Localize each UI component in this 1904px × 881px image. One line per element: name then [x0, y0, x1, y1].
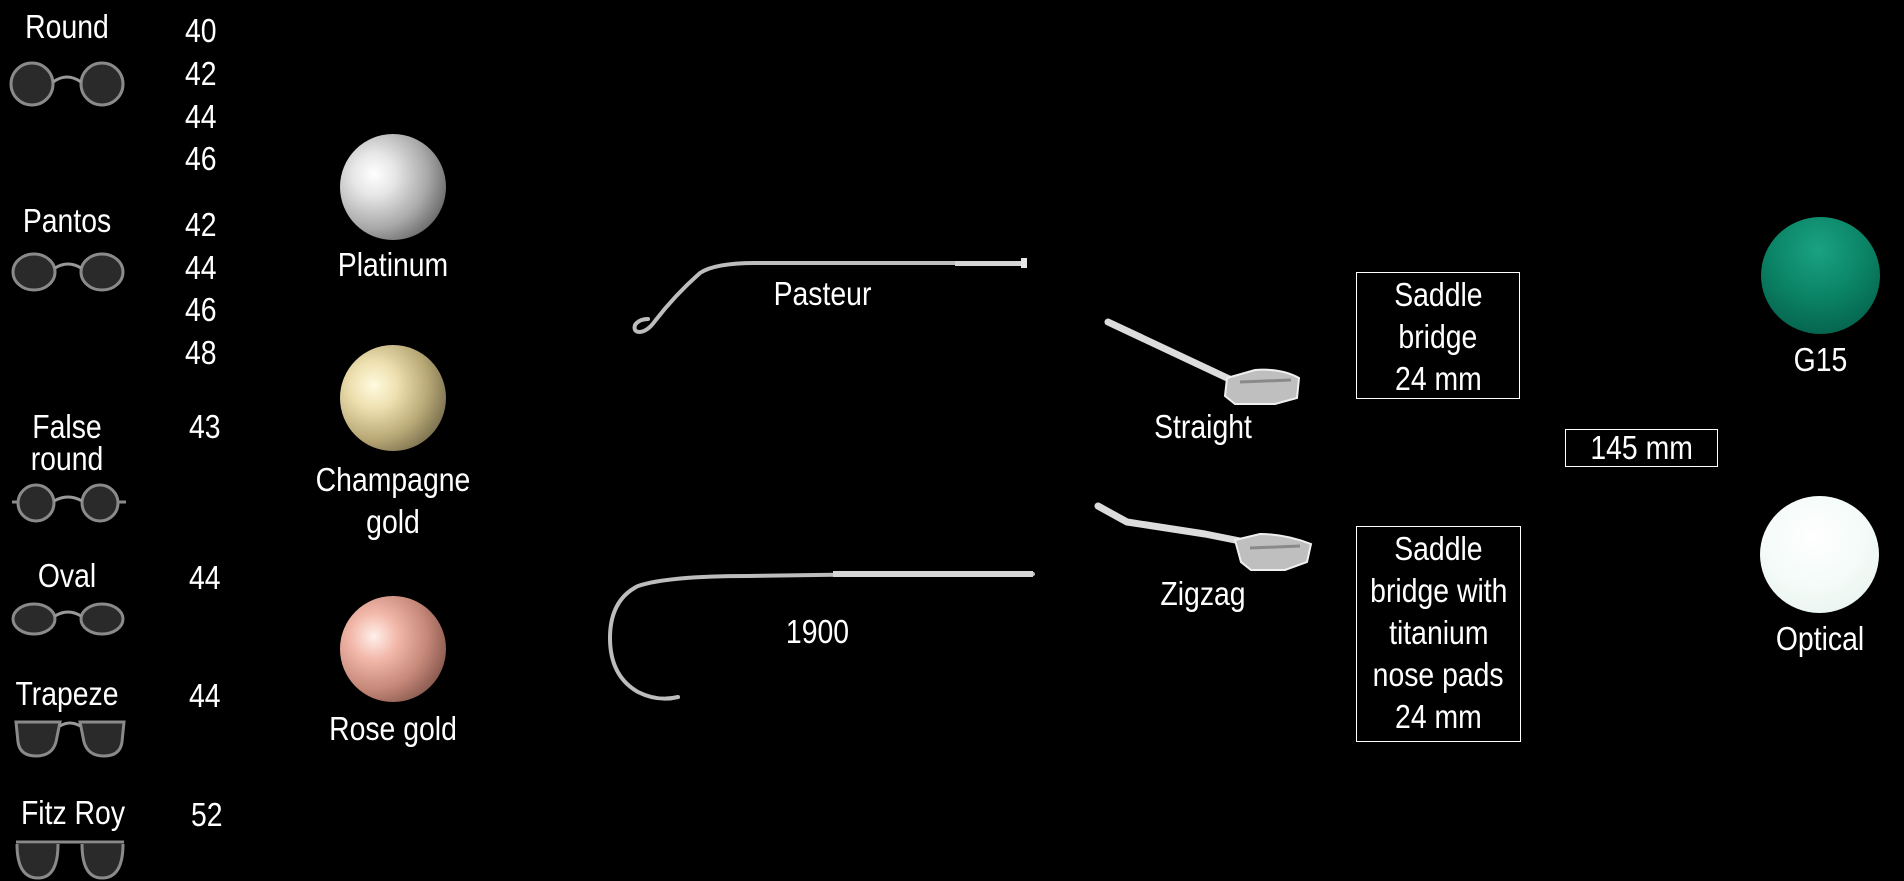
shape-oval-label: Oval — [37, 557, 97, 594]
pantos-size-1: 42 — [185, 206, 217, 243]
bridge-zigzag-label: Zigzag — [1160, 575, 1246, 612]
false-round-size: 43 — [189, 408, 221, 445]
g15-lens-swatch-icon[interactable] — [1761, 217, 1880, 334]
false-round-frame-icon[interactable] — [12, 483, 128, 525]
shape-pantos-label: Pantos — [22, 202, 112, 239]
finish-champagne-gold-label: Champagne gold — [315, 461, 471, 540]
spec2-line5: 24 mm — [1395, 697, 1482, 735]
saddle-bridge-spec: Saddle bridge 24 mm — [1356, 272, 1520, 399]
bridge-straight-label: Straight — [1154, 408, 1252, 445]
champagne-line2: gold — [366, 502, 420, 540]
temple-length-value: 145 mm — [1590, 429, 1693, 466]
finish-platinum-label: Platinum — [337, 246, 449, 283]
spec2-line2: bridge with — [1369, 571, 1508, 609]
curved-1900-temple-icon[interactable] — [607, 566, 1038, 706]
round-size-3: 44 — [185, 98, 217, 135]
fitz-roy-frame-icon[interactable] — [14, 838, 126, 880]
zigzag-bridge-icon[interactable] — [1094, 500, 1315, 575]
round-size-4: 46 — [185, 140, 217, 177]
lens-g15-label: G15 — [1793, 341, 1848, 378]
false-round-line2: round — [30, 439, 104, 477]
optical-lens-swatch-icon[interactable] — [1760, 496, 1879, 613]
spec1-line2: bridge — [1398, 317, 1478, 355]
spec2-line3: titanium — [1388, 613, 1489, 651]
trapeze-size: 44 — [189, 677, 221, 714]
oval-size: 44 — [189, 559, 221, 596]
pantos-size-4: 48 — [185, 334, 217, 371]
lens-optical-label: Optical — [1775, 620, 1865, 657]
platinum-swatch-icon[interactable] — [340, 134, 446, 240]
spec1-line3: 24 mm — [1394, 359, 1482, 397]
round-size-1: 40 — [185, 12, 217, 49]
fitz-roy-size: 52 — [191, 796, 223, 833]
spec1-line1: Saddle — [1393, 276, 1483, 313]
oval-frame-icon[interactable] — [11, 600, 125, 638]
spec2-line4: nose pads — [1373, 655, 1504, 693]
rose-gold-swatch-icon[interactable] — [340, 596, 446, 702]
champagne-line1: Champagne — [315, 461, 471, 498]
round-frame-icon[interactable] — [9, 60, 125, 110]
shape-fitz-roy-label: Fitz Roy — [20, 794, 126, 831]
temple-length-box: 145 mm — [1565, 429, 1718, 467]
pantos-size-3: 46 — [185, 291, 217, 328]
shape-trapeze-label: Trapeze — [15, 675, 119, 712]
pasteur-temple-icon[interactable] — [615, 255, 1030, 340]
false-round-line1: False — [32, 408, 102, 445]
shape-false-round-label: False round — [7, 408, 127, 477]
round-size-2: 42 — [185, 55, 217, 92]
pantos-frame-icon[interactable] — [11, 250, 125, 295]
pantos-size-2: 44 — [185, 249, 217, 286]
straight-bridge-icon[interactable] — [1104, 318, 1305, 408]
spec2-line1: Saddle — [1394, 530, 1483, 567]
shape-round-label: Round — [25, 8, 109, 45]
temple-1900-label: 1900 — [785, 613, 850, 650]
saddle-bridge-titanium-spec: Saddle bridge with titanium nose pads 24… — [1356, 526, 1521, 742]
trapeze-frame-icon[interactable] — [14, 720, 126, 758]
champagne-gold-swatch-icon[interactable] — [340, 345, 446, 451]
temple-pasteur-label: Pasteur — [773, 275, 872, 312]
finish-rose-gold-label: Rose gold — [329, 710, 457, 747]
